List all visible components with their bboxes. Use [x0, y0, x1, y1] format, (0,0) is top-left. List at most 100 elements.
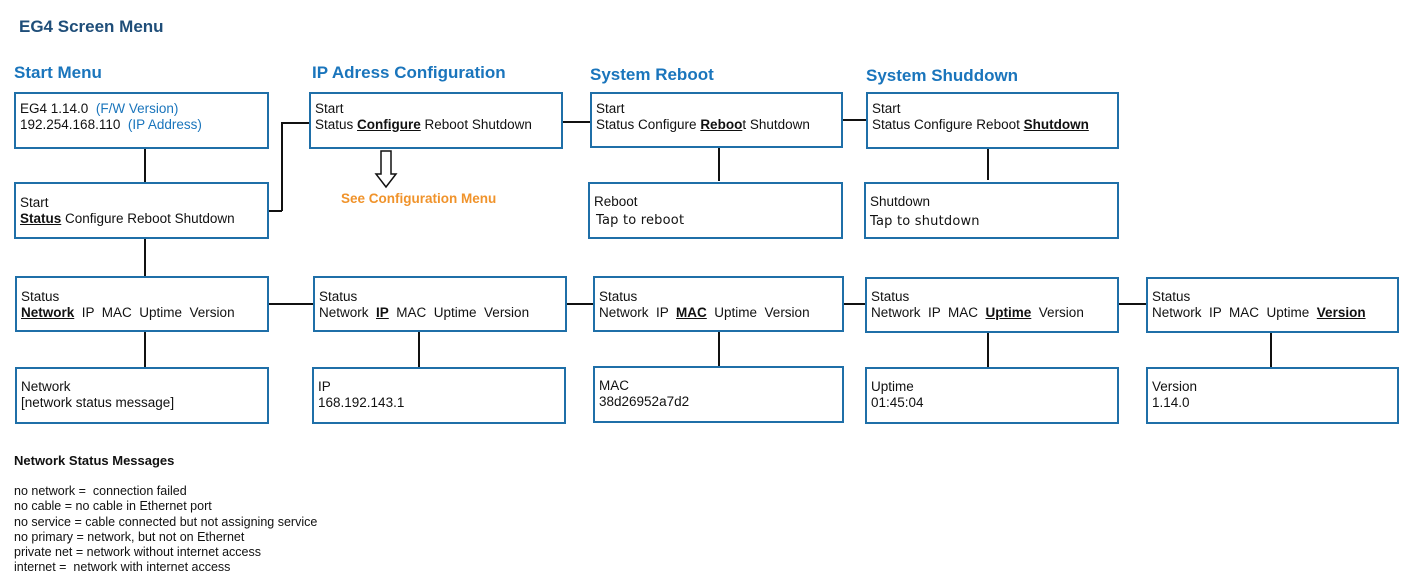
box-line: Version — [1152, 379, 1198, 394]
page-title: EG4 Screen Menu — [19, 17, 164, 36]
network-status-message: [network status message] — [21, 395, 175, 410]
connector-line — [144, 149, 146, 182]
status-mac-box: Status Network IP MAC Uptime Version — [593, 276, 844, 332]
box-line: Status — [319, 289, 358, 304]
selected-menu-item: Version — [1316, 305, 1366, 320]
list-item: no network = connection failed — [14, 484, 187, 498]
ip-detail-box: IP 168.192.143.1 — [312, 367, 566, 424]
box-line: Shutdown — [870, 194, 931, 209]
box-line: Start — [20, 195, 49, 210]
status-network-box: Status Network IP MAC Uptime Version — [15, 276, 269, 332]
connector-line — [418, 332, 420, 367]
box-line: Network — [21, 379, 71, 394]
box-line: Start — [872, 101, 901, 116]
list-item: internet = network with internet access — [14, 560, 231, 575]
section-ip-config: IP Adress Configuration — [312, 63, 506, 82]
connector-line — [1118, 303, 1146, 305]
ip-address-note: (IP Address) — [127, 117, 202, 132]
section-system-reboot: System Reboot — [590, 65, 714, 84]
network-status-messages-title: Network Status Messages — [14, 453, 175, 468]
selected-menu-item: Configure — [357, 117, 421, 132]
connector-line — [718, 332, 720, 367]
list-item: no primary = network, but not on Etherne… — [14, 529, 245, 544]
network-status-messages-list: no network = connection failed no cable … — [14, 484, 317, 576]
version-value: 1.14.0 — [1152, 395, 1190, 410]
box-line: Start — [596, 101, 625, 116]
selected-menu-item: Uptime — [985, 305, 1032, 320]
uptime-detail-box: Uptime 01:45:04 — [865, 367, 1119, 424]
connector-line — [987, 149, 989, 180]
down-arrow-icon — [374, 150, 398, 189]
start-shutdown-box: Start Status Configure Reboot Shutdown — [866, 92, 1119, 149]
menu-text: Version — [1031, 305, 1084, 320]
connector-line — [718, 148, 720, 181]
start-reboot-box: Start Status Configure Reboot Shutdown — [590, 92, 843, 148]
ip-value: 168.192.143.1 — [318, 395, 405, 410]
menu-text: MAC Uptime Version — [388, 305, 530, 320]
menu-text: Configure Reboot Shutdown — [61, 211, 235, 226]
selected-menu-item: Network — [21, 305, 75, 320]
status-version-box: Status Network IP MAC Uptime Version — [1146, 277, 1399, 333]
connector-line — [566, 303, 593, 305]
shutdown-detail-box: Shutdown Tap to shutdown — [864, 182, 1119, 239]
mac-detail-box: MAC 38d26952a7d2 — [593, 366, 844, 423]
ip-address: 192.254.168.110 — [20, 117, 121, 132]
reboot-instruction: Tap to reboot — [596, 213, 685, 228]
section-system-shutdown: System Shuddown — [866, 66, 1019, 85]
see-configuration-menu-note: See Configuration Menu — [341, 191, 497, 206]
selected-menu-item: Status — [20, 211, 62, 226]
menu-text: Status Configure — [596, 117, 701, 132]
menu-text: IP MAC Uptime Version — [74, 305, 235, 320]
connector-line — [844, 303, 866, 305]
connector-line — [268, 210, 282, 212]
firmware-version: EG4 1.14.0 — [20, 101, 89, 116]
shutdown-instruction: Tap to shutdown — [870, 214, 980, 229]
selected-menu-item: IP — [376, 305, 389, 320]
selected-menu-item: Shutdown — [1023, 117, 1089, 132]
selected-menu-item: Reboo — [700, 117, 743, 132]
connector-line — [987, 333, 989, 367]
connector-line — [843, 119, 866, 121]
box-line: Status — [599, 289, 638, 304]
status-ip-box: Status Network IP MAC Uptime Version — [313, 276, 567, 332]
menu-text: Status Configure Reboot — [872, 117, 1024, 132]
connector-line — [563, 121, 590, 123]
menu-text: Network IP MAC Uptime — [1152, 305, 1317, 320]
box-line: Status — [21, 289, 60, 304]
box-line: Status — [871, 289, 910, 304]
network-detail-box: Network [network status message] — [15, 367, 269, 424]
box-line: Start — [315, 101, 344, 116]
connector-line — [144, 239, 146, 276]
version-box: EG4 1.14.0 (F/W Version) 192.254.168.110… — [14, 92, 269, 149]
connector-line — [268, 303, 313, 305]
section-start-menu: Start Menu — [14, 63, 102, 82]
menu-text: Reboot Shutdown — [420, 117, 532, 132]
list-item: no cable = no cable in Ethernet port — [14, 499, 212, 514]
box-line: IP — [318, 379, 331, 394]
start-configure-box: Start Status Configure Reboot Shutdown — [309, 92, 563, 149]
uptime-value: 01:45:04 — [871, 395, 924, 410]
selected-menu-item: MAC — [676, 305, 707, 320]
list-item: no service = cable connected but not ass… — [14, 514, 318, 529]
firmware-version-note: (F/W Version) — [95, 101, 179, 116]
version-detail-box: Version 1.14.0 — [1146, 367, 1399, 424]
status-uptime-box: Status Network IP MAC Uptime Version — [865, 277, 1119, 333]
connector-line — [281, 122, 309, 124]
menu-text: Status — [315, 117, 358, 132]
box-line: Reboot — [594, 194, 638, 209]
start-status-box: Start Status Configure Reboot Shutdown — [14, 182, 269, 239]
menu-text: Uptime Version — [706, 305, 810, 320]
box-line: MAC — [599, 378, 629, 393]
list-item: private net = network without internet a… — [14, 545, 262, 560]
menu-text: Network — [319, 305, 377, 320]
reboot-detail-box: Reboot Tap to reboot — [588, 182, 843, 239]
connector-line — [281, 122, 283, 211]
menu-text: Network IP MAC — [871, 305, 986, 320]
connector-line — [1270, 333, 1272, 367]
menu-text: Network IP — [599, 305, 677, 320]
box-line: Status — [1152, 289, 1191, 304]
box-line: Uptime — [871, 379, 914, 394]
connector-line — [144, 332, 146, 367]
mac-value: 38d26952a7d2 — [599, 394, 690, 409]
menu-text: t Shutdown — [742, 117, 810, 132]
